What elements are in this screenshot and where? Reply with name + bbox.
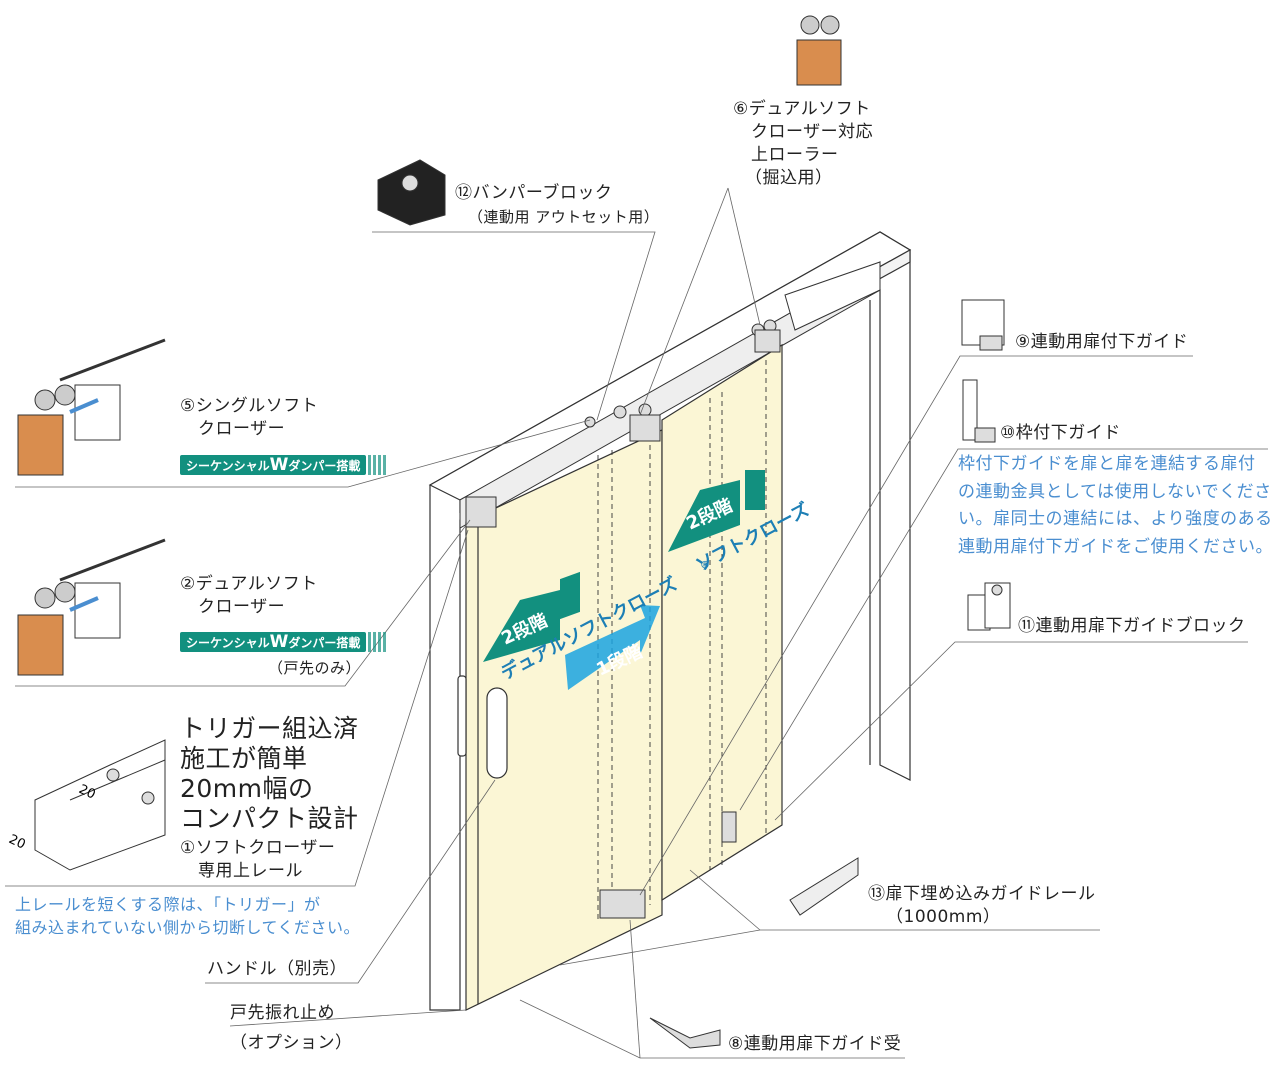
label-guide-block: ⑪連動用扉下ガイドブロック [1018, 616, 1246, 636]
damper-badge: シーケンシャルWダンパー搭載 [180, 632, 389, 652]
badge-text: シーケンシャル [186, 636, 270, 650]
guide-receiver-icon [649, 1017, 721, 1049]
dimension-label: 20 [76, 782, 97, 803]
label-line: クローザー [198, 597, 286, 617]
label-line: コンパクト設計 [180, 804, 359, 833]
embed-rail-icon [789, 857, 859, 916]
label-line: 枠付下ガイドを扉と扉を連結する扉付 [958, 454, 1256, 474]
label-line: ⑤シングルソフト [180, 396, 319, 416]
rail-cut-note: 上レールを短くする際は、「トリガー」が 組み込まれていない側から切断してください… [15, 893, 360, 939]
damper-badge: シーケンシャルWダンパー搭載 [180, 455, 389, 475]
label-door-stopper-option: （オプション） [230, 1033, 353, 1053]
label-line: の連動金具としては使用しないでくださ [958, 481, 1272, 502]
label-dual-soft-upper-roller: ⑥デュアルソフト クローザー対応 上ローラー （掘込用） [733, 98, 873, 190]
single-closer-icon [17, 338, 166, 476]
badge-w: W [269, 632, 289, 652]
stage2-arrow-left [483, 590, 560, 662]
badge-text: シーケンシャル [186, 459, 270, 473]
label-bumper-block-sub: （連動用 アウトセット用） [468, 208, 660, 226]
label-line: 上ローラー [751, 145, 839, 165]
stage1-arrow [565, 605, 660, 690]
label-line: （掘込用） [745, 168, 833, 188]
label-single-soft-closer: ⑤シングルソフト クローザー [180, 395, 318, 441]
frame-guide-note: 枠付下ガイドを扉と扉を連結する扉付 の連動金具としては使用しないでくださ い。扉… [958, 451, 1273, 561]
label-handle: ハンドル（別売） [207, 959, 347, 979]
stage2-arrow-right [668, 480, 740, 552]
label-line: クローザー [198, 419, 286, 439]
label-dual-soft-closer: ②デュアルソフト クローザー [180, 573, 318, 619]
left-door [465, 429, 663, 1011]
leader-lines [5, 187, 1268, 1059]
label-line: 専用上レール [198, 861, 303, 881]
label-guide-receiver: ⑧連動用扉下ガイド受 [728, 1034, 902, 1054]
label-linked-door-guide: ⑨連動用扉付下ガイド [1015, 332, 1189, 352]
label-top-rail: ①ソフトクローザー 専用上レール [180, 837, 335, 883]
rollers [465, 319, 781, 919]
door-handle [486, 687, 508, 779]
part-icons [17, 15, 1011, 1049]
guide-block-icon [967, 582, 1011, 631]
label-embed-rail-length: （1000mm） [886, 907, 1001, 927]
top-rail-icon [34, 739, 166, 871]
badge-text: ダンパー搭載 [288, 459, 361, 473]
label-line: ⑥デュアルソフト [733, 99, 871, 119]
frame-guide-icon [962, 379, 996, 443]
dual-closer-icon [17, 538, 166, 676]
label-line: ①ソフトクローザー [180, 838, 336, 858]
label-door-stopper: 戸先振れ止め [230, 1003, 335, 1023]
label-line: い。扉同士の連結には、より強度のある [958, 509, 1273, 529]
upper-roller-icon [796, 15, 842, 86]
label-embed-rail: ⑬扉下埋め込みガイドレール [868, 884, 1096, 904]
label-line: 上レールを短くする際は、「トリガー」が [15, 895, 321, 914]
label-bumper-block: ⑫バンパーブロック [455, 183, 613, 203]
label-frame-guide: ⑩枠付下ガイド [1000, 423, 1121, 443]
registered-mark: ® [700, 560, 710, 571]
guide-plate-icon [961, 299, 1005, 351]
bumper-block-icon [377, 159, 446, 226]
label-door-tip-only: （戸先のみ） [268, 659, 362, 677]
door-graphics [483, 470, 765, 690]
label-line: 20mm幅の [180, 774, 314, 803]
label-line: 施工が簡単 [180, 744, 308, 773]
label-line: ②デュアルソフト [180, 574, 318, 594]
badge-w: W [269, 455, 289, 475]
badge-text: ダンパー搭載 [288, 636, 361, 650]
label-line: 連動用扉付下ガイドをご使用ください。 [958, 536, 1273, 557]
dimension-label: 20 [6, 832, 27, 853]
label-line: 組み込まれていない側から切断してください。 [15, 918, 361, 937]
label-line: トリガー組込済 [180, 714, 359, 743]
rail-feature-heading: トリガー組込済 施工が簡単 20mm幅の コンパクト設計 [180, 714, 359, 834]
label-line: クローザー対応 [751, 122, 874, 142]
